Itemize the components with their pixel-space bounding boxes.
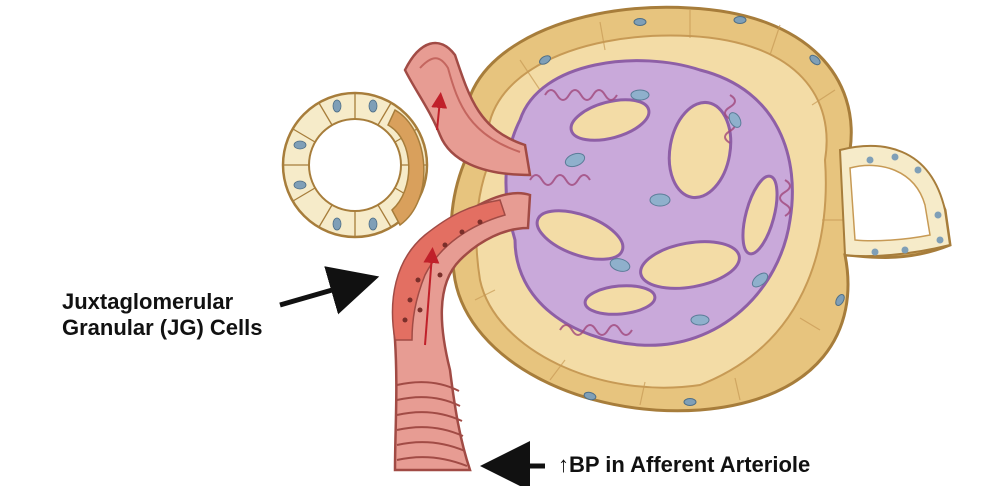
afferent-arteriole	[391, 191, 532, 472]
jg-cells-label: Juxtaglomerular Granular (JG) Cells	[62, 289, 263, 341]
glomerulus	[504, 59, 794, 347]
proximal-tubule	[838, 145, 952, 258]
bp-afferent-label: ↑BP in Afferent Arteriole	[558, 452, 811, 477]
jg-label-line2: Granular (JG) Cells	[62, 315, 263, 340]
efferent-arteriole	[403, 41, 532, 177]
distal-tubule	[281, 91, 429, 239]
jg-pointer-arrow	[279, 266, 380, 315]
jg-label-line1: Juxtaglomerular	[62, 289, 234, 314]
